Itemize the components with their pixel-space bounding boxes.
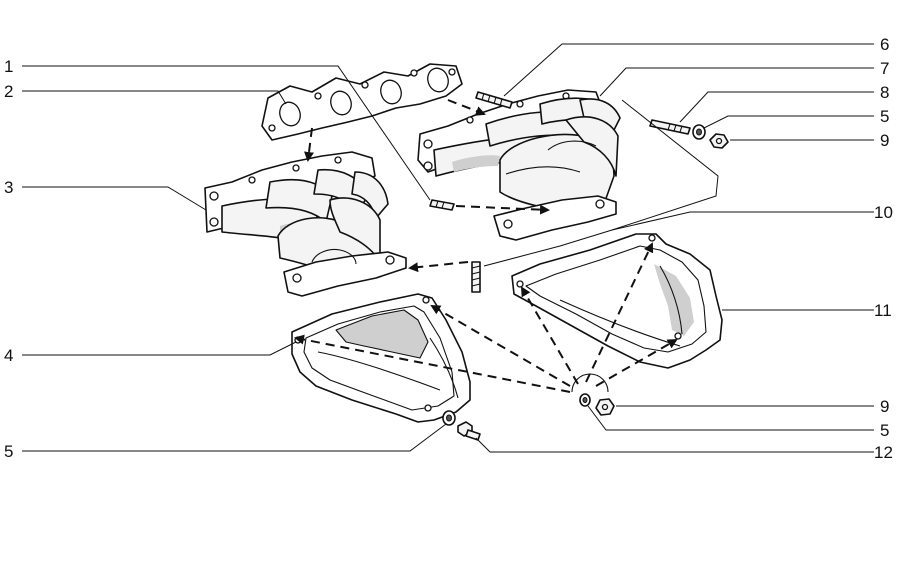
- exhaust-manifold-left: [204, 151, 407, 297]
- bolt: [457, 421, 481, 441]
- stud-vertical: [471, 261, 481, 293]
- stud-long-right: [649, 119, 691, 135]
- callout-7: 7: [880, 59, 889, 78]
- assembly-arrows: [294, 99, 678, 393]
- washer-bottom-left: [442, 410, 456, 426]
- callout-8: 8: [880, 83, 889, 102]
- exhaust-manifold-right: [417, 89, 621, 241]
- callout-3: 3: [4, 178, 13, 197]
- stud-short: [429, 199, 455, 211]
- callout-10: 10: [874, 203, 893, 222]
- callout-12: 12: [874, 443, 893, 462]
- callout-4: 4: [4, 346, 13, 365]
- heat-shield-right: [511, 233, 723, 369]
- callout-numbers: 1 2 3 4 5 6 7 8 5 9 10 11 9 5 12: [4, 35, 893, 462]
- callout-9-top-right: 9: [880, 131, 889, 150]
- callout-6: 6: [880, 35, 889, 54]
- callout-5-bottom-left: 5: [4, 442, 13, 461]
- callout-5-top-right: 5: [880, 107, 889, 126]
- washer-bottom-right: [579, 393, 591, 407]
- callout-2: 2: [4, 82, 13, 101]
- heat-shield-left: [291, 293, 471, 423]
- callout-9-bottom-right: 9: [880, 397, 889, 416]
- manifold-gasket: [261, 63, 463, 141]
- leader-lines: [22, 43, 874, 453]
- callout-1: 1: [4, 57, 13, 76]
- callout-5-bottom-right: 5: [880, 421, 889, 440]
- stud-long-top: [475, 91, 513, 109]
- nut-top-right: [709, 133, 729, 149]
- callout-11: 11: [874, 301, 892, 320]
- washer-top-right: [692, 124, 706, 140]
- nut-bottom-right: [595, 398, 615, 416]
